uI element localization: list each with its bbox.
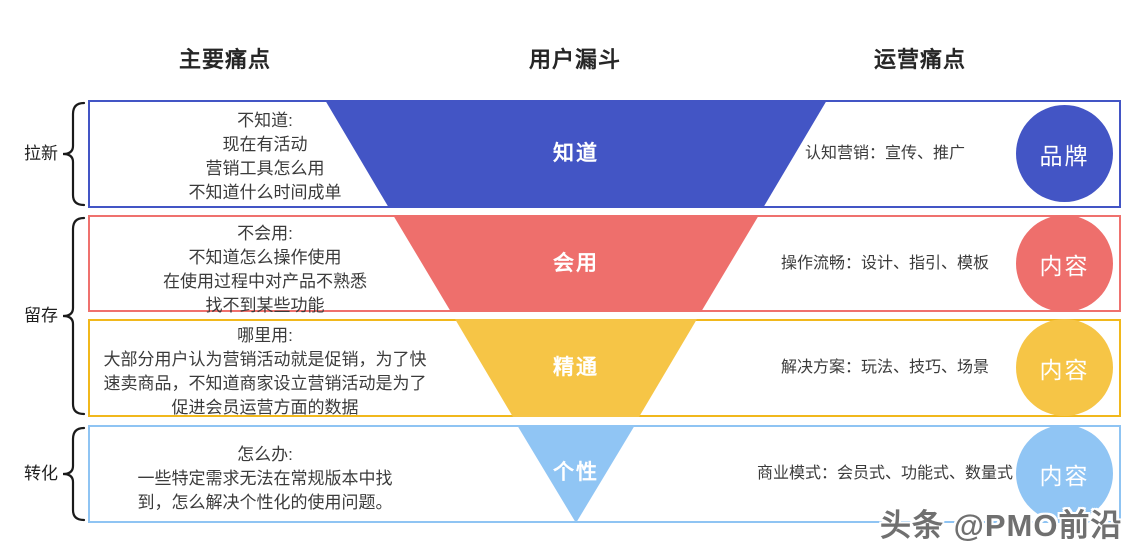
painpoint-line: 不知道什么时间成单 <box>188 183 342 202</box>
brace-acquisition <box>62 101 86 207</box>
circle-content-2: 内容 <box>1016 319 1113 416</box>
funnel-label-know: 知道 <box>553 142 599 165</box>
painpoint-line: 到，怎么解决个性化的使用问题。 <box>137 493 393 512</box>
ops-text-master: 解决方案：玩法、技巧、场景 <box>780 359 989 376</box>
painpoint-line: 一些特定需求无法在常规版本中找 <box>137 469 393 488</box>
ops-text-custom: 商业模式：会员式、功能式、数量式 <box>756 465 1013 482</box>
painpoint-line: 现在有活动 <box>222 135 308 154</box>
ops-text-use: 操作流畅：设计、指引、模板 <box>780 255 989 272</box>
circle-label: 品牌 <box>1039 142 1090 169</box>
painpoint-line: 速卖商品，不知道商家设立营销活动是为了 <box>103 374 427 393</box>
painpoints-custom: 怎么办: 一些特定需求无法在常规版本中找 到，怎么解决个性化的使用问题。 <box>85 443 445 515</box>
painpoints-use: 不会用: 不知道怎么操作使用 在使用过程中对产品不熟悉 找不到某些功能 <box>85 222 445 318</box>
header-main-painpoints: 主要痛点 <box>178 47 271 72</box>
group-label-conversion: 转化 <box>24 464 58 483</box>
painpoint-line: 不知道: <box>237 111 293 130</box>
painpoint-line: 不会用: <box>237 224 293 243</box>
circle-label: 内容 <box>1039 462 1090 489</box>
circle-brand: 品牌 <box>1016 105 1113 202</box>
painpoint-line: 促进会员运营方面的数据 <box>171 398 359 417</box>
group-label-retention: 留存 <box>24 306 58 325</box>
painpoint-line: 大部分用户认为营销活动就是促销，为了快 <box>103 350 427 369</box>
funnel-label-custom: 个性 <box>553 461 599 484</box>
funnel-label-master: 精通 <box>553 356 599 379</box>
header-ops-painpoints: 运营痛点 <box>873 47 966 72</box>
painpoint-line: 怎么办: <box>237 445 293 464</box>
watermark-toutiao-pmo: 头条 @PMO前沿 <box>880 508 1123 543</box>
painpoint-line: 在使用过程中对产品不熟悉 <box>163 272 367 291</box>
funnel-label-use: 会用 <box>553 252 599 275</box>
painpoint-line: 不知道怎么操作使用 <box>188 248 342 267</box>
circle-content-3: 内容 <box>1016 425 1113 522</box>
brace-retention <box>62 216 86 416</box>
painpoint-line: 营销工具怎么用 <box>205 159 325 178</box>
ops-text-know: 认知营销：宣传、推广 <box>804 145 965 162</box>
header-user-funnel: 用户漏斗 <box>528 47 621 72</box>
painpoints-master: 哪里用: 大部分用户认为营销活动就是促销，为了快 速卖商品，不知道商家设立营销活… <box>85 324 445 420</box>
circle-label: 内容 <box>1039 356 1090 383</box>
painpoint-line: 哪里用: <box>237 326 293 345</box>
group-label-acquisition: 拉新 <box>24 144 58 163</box>
painpoints-know: 不知道: 现在有活动 营销工具怎么用 不知道什么时间成单 <box>85 109 445 205</box>
brace-conversion <box>62 426 86 522</box>
painpoint-line: 找不到某些功能 <box>205 296 325 315</box>
circle-label: 内容 <box>1039 252 1090 279</box>
circle-content-1: 内容 <box>1016 215 1113 312</box>
